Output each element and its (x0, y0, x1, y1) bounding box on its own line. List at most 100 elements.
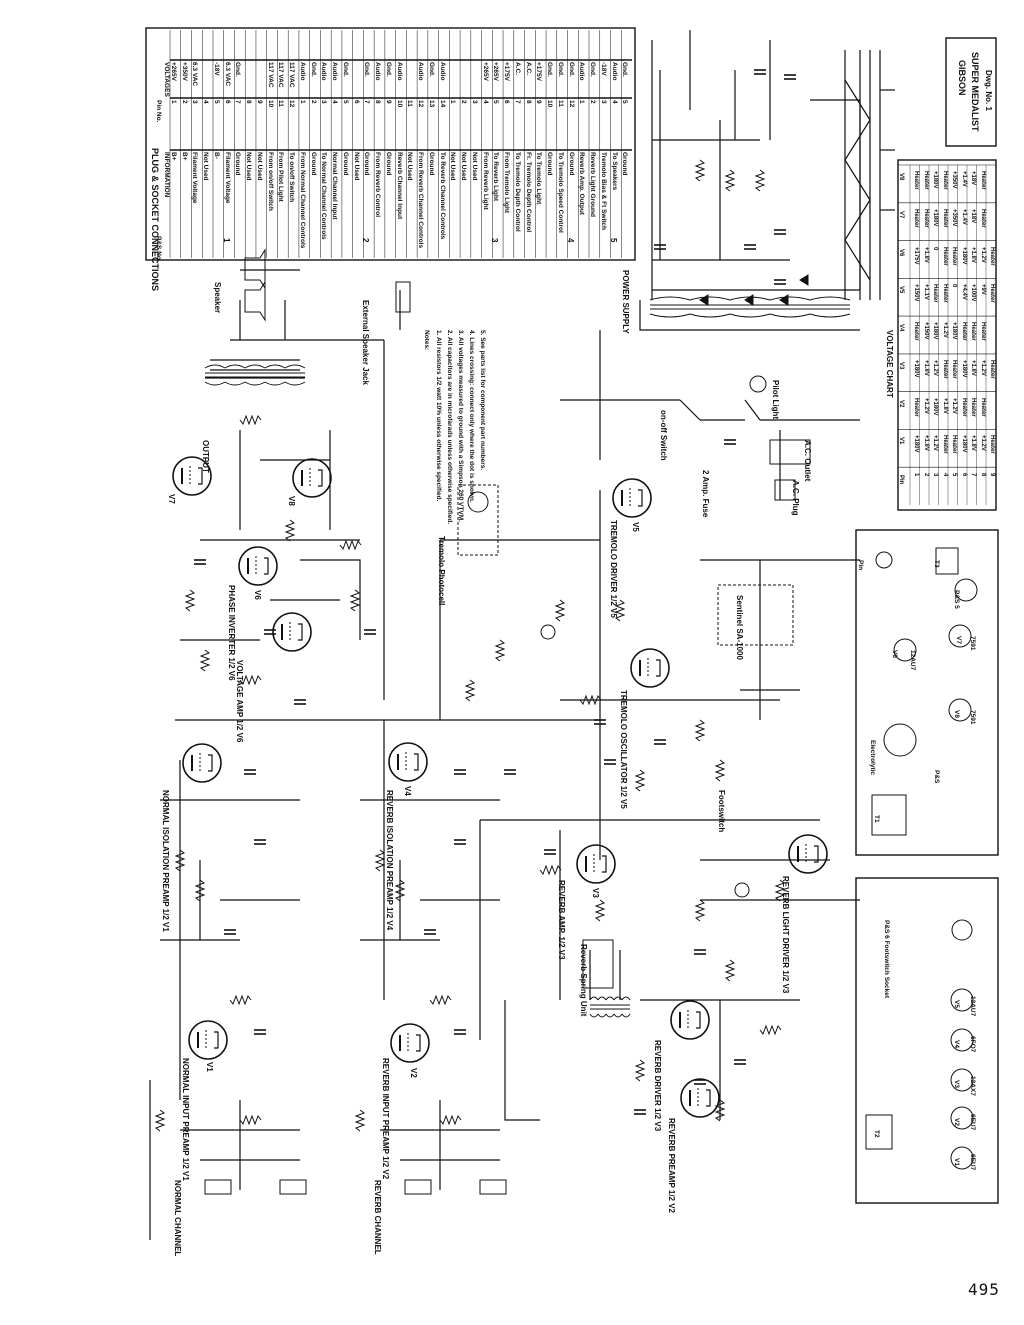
resistor (634, 1059, 646, 1082)
resistor (694, 899, 706, 922)
chart-cell-value: +1.8V (970, 246, 976, 263)
power-transformer (769, 313, 811, 318)
tube-cathode (264, 557, 269, 575)
panel-bottom-tube-label: 6FQ7 (969, 1036, 976, 1053)
speaker-symbol (244, 248, 266, 290)
table-info: Ground (546, 152, 554, 176)
ext-speaker-jack (395, 281, 411, 313)
chart-cell-value: Heater (941, 359, 948, 379)
table-voltage: Audio (578, 62, 586, 81)
table-pin: 9 (255, 100, 263, 104)
panel-top-tube-label: 12AU7 (909, 650, 916, 671)
tube-cathode (814, 845, 819, 863)
tube-envelope (238, 546, 278, 586)
photocell-box (457, 484, 499, 556)
panel-top-item: V6 (891, 650, 898, 658)
tube-envelope (182, 743, 222, 783)
rectifier-diode (779, 294, 789, 306)
resistor (239, 674, 262, 686)
table-voltage: Audio (417, 62, 425, 81)
section-label-pilot: Pilot Light (771, 380, 780, 420)
panel-top-item: Pin (857, 560, 864, 571)
resistor (354, 1109, 366, 1132)
resistor (239, 1114, 262, 1126)
chart-cell-value: +175V (913, 246, 919, 265)
table-pin: 6 (352, 100, 360, 104)
table-info: Filament Voltage (223, 152, 231, 204)
component-panel-bottom (855, 877, 999, 1204)
panel-tube-socket (950, 1146, 974, 1170)
tube-ref: V4 (403, 786, 412, 796)
table-pin: 5 (621, 100, 629, 104)
output-transformer (224, 364, 246, 369)
table-voltage: Gnd. (384, 62, 392, 77)
chart-cell-value: Heater (970, 397, 976, 417)
chart-cell-value: +1.8V (941, 397, 948, 414)
rectifier-diode (699, 294, 709, 306)
table-pin: 4 (331, 100, 339, 104)
tube-envelope (188, 1020, 228, 1060)
chart-tube-header: V6 (898, 248, 904, 256)
panel-top-item: V8 (953, 710, 960, 718)
table-pin: 10 (266, 100, 274, 108)
output-label: OUTPUT (201, 440, 210, 473)
tube-envelope (388, 742, 428, 782)
table-info: To Tremolo Speed Control (556, 152, 564, 233)
chart-cell-value: +180V (913, 435, 919, 453)
resistor (774, 879, 786, 902)
section-label-reverb-channel: REVERB CHANNEL (373, 1180, 382, 1255)
tube-envelope (788, 834, 828, 874)
resistor (759, 1024, 782, 1036)
chart-cell-value: Heater (941, 435, 948, 455)
output-transformer (204, 364, 226, 369)
tube-cathode (318, 469, 323, 487)
table-voltage: 117 VAC (277, 62, 285, 88)
ac-plug (774, 479, 796, 501)
resistor (694, 159, 706, 182)
chart-cell-value: Heater (913, 322, 919, 341)
chart-cell-value: Heater (941, 171, 948, 190)
table-pin: 4 (610, 100, 618, 104)
resistor (724, 959, 736, 982)
electrolytic-can (883, 723, 917, 757)
table-pin: 4 (481, 100, 489, 104)
chart-cell-value: +1.2V (951, 397, 957, 414)
table-info: B- (212, 152, 220, 159)
section-label-reverb-preamp: REVERB PREAMP 1/2 V2 (667, 1118, 676, 1213)
tube-envelope (292, 458, 332, 498)
power-transformer (649, 296, 691, 301)
resistor (239, 414, 262, 426)
section-label-normal-isolation: NORMAL ISOLATION PREAMP 1/2 V1 (161, 790, 170, 932)
table-pin: 11 (406, 100, 414, 107)
table-pin: 11 (277, 100, 285, 107)
chart-cell-value: Heater (960, 397, 967, 417)
chart-cell-value: Heater (932, 284, 938, 304)
chart-cell-value: 8 (979, 473, 986, 477)
table-pin: 14 (438, 100, 446, 108)
table-voltage: 117 VAC (266, 62, 274, 88)
resistor (339, 539, 362, 551)
resistor (394, 879, 406, 902)
chart-cell-value: 2 (922, 473, 929, 477)
components (154, 69, 978, 1195)
table-pin: 10 (546, 100, 554, 108)
output-transformer (264, 381, 286, 386)
chart-tube-header: Pin (898, 475, 904, 485)
table-info: Ground (363, 152, 371, 176)
table-pin: 3 (320, 100, 328, 104)
table-pin: 5 (341, 100, 349, 104)
chart-cell-value: 0 (932, 246, 938, 250)
panel-top-item: T3 (933, 560, 940, 568)
table-info: Ground (567, 152, 575, 176)
wire (639, 300, 860, 331)
chart-cell-value: +1.2V (979, 359, 986, 376)
panel-bottom-tube-label: 6EU7 (969, 1154, 976, 1171)
table-info: From Reverb Light (481, 152, 489, 210)
tube-ref: V7 (167, 494, 176, 504)
table-voltage: +265V (492, 62, 500, 81)
tremolo-light (540, 624, 556, 640)
table-voltage: Audio (320, 62, 328, 81)
table-ps: 4 (565, 238, 575, 243)
chart-cell-value: +1.1V (922, 284, 929, 301)
